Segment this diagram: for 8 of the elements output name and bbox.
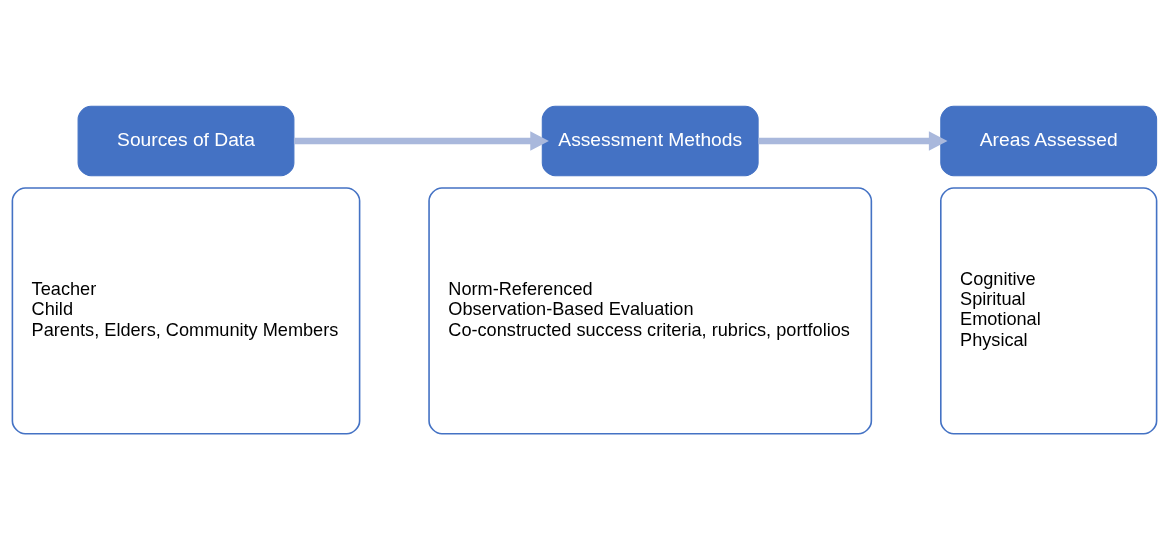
arrow — [758, 131, 948, 151]
node-box: Sources of Data — [77, 105, 295, 177]
node-box: Cognitive Spiritual Emotional Physical — [940, 187, 1158, 435]
arrow — [293, 131, 549, 151]
node-box: Teacher Child Parents, Elders, Community Members — [11, 187, 361, 435]
node-box: Norm-Referenced Observation-Based Evaluation Co-constructed success criteria, rubrics, portfolios — [428, 187, 873, 435]
node-box: Assessment Methods — [541, 105, 759, 177]
node-box: Areas Assessed — [940, 105, 1158, 177]
